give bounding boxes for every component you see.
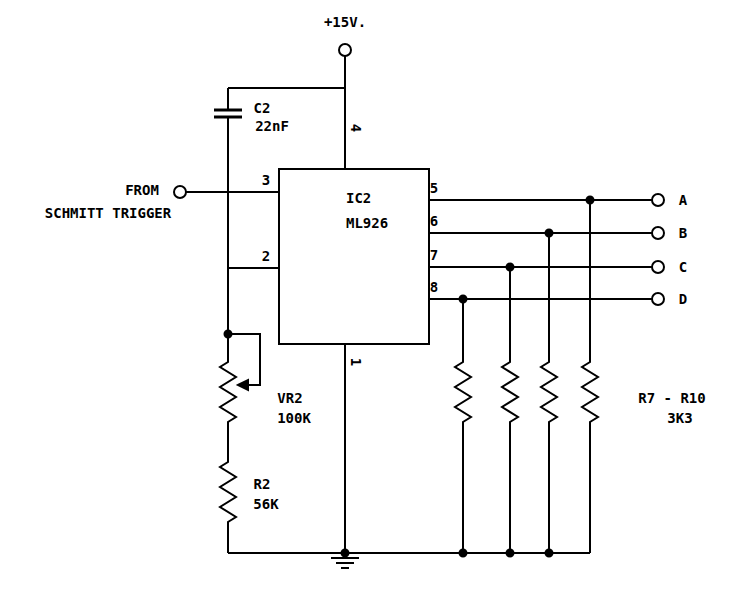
pin-number: 7 (430, 247, 438, 263)
component-label: D (679, 291, 687, 307)
pin-wire (420, 298, 652, 300)
input-terminal (174, 186, 186, 198)
junction-dot (460, 550, 467, 557)
part-designator: IC2 (346, 190, 428, 206)
resistor-symbol (502, 267, 518, 553)
supply-terminal (339, 44, 351, 56)
wire (227, 117, 229, 358)
output-terminal (652, 194, 664, 206)
part-number: ML926 (346, 215, 428, 231)
pin-number: 2 (262, 248, 270, 264)
pin-number: 5 (430, 180, 438, 196)
pin-number: 3 (262, 172, 270, 188)
component-label: B (679, 225, 687, 241)
junction-dot (507, 550, 514, 557)
supply-wire (344, 56, 346, 168)
capacitor-plate (214, 109, 242, 112)
resistor-symbol (220, 358, 236, 450)
output-terminal (652, 293, 664, 305)
pin-wire (420, 266, 652, 268)
component-label: 56K (253, 496, 278, 512)
ground-symbol (331, 557, 359, 559)
component-label: 3K3 (667, 410, 692, 426)
component-label: R7 - R10 (638, 390, 705, 406)
output-terminal (652, 261, 664, 273)
component-label: 22nF (255, 118, 289, 134)
output-terminal (652, 227, 664, 239)
component-label: C (679, 259, 687, 275)
wiper-arrow (238, 380, 248, 390)
pin-wire (228, 267, 278, 269)
component-label: FROM (125, 182, 159, 198)
wiper-wire (228, 334, 260, 385)
pin-number: 1 (348, 358, 364, 366)
wire (227, 88, 229, 110)
resistor-symbol (220, 450, 236, 553)
resistor-symbol (582, 200, 598, 553)
pin-wire (344, 345, 346, 553)
top-rail (228, 87, 345, 89)
pin-wire (420, 232, 652, 234)
component-label: VR2 (277, 390, 302, 406)
pin-wire (186, 191, 278, 193)
component-label: +15V. (324, 14, 366, 30)
ground-bus (228, 552, 590, 554)
pin-number: 6 (430, 213, 438, 229)
junction-dot (546, 550, 553, 557)
component-label: A (679, 192, 687, 208)
ground-symbol (341, 567, 349, 569)
ground-symbol (336, 562, 354, 564)
component-label: SCHMITT TRIGGER (45, 205, 171, 221)
pin-number: 8 (430, 279, 438, 295)
component-label: R2 (254, 476, 271, 492)
ic-package: IC2ML926 (278, 168, 430, 345)
resistor-symbol (455, 299, 471, 553)
pin-number: 4 (348, 124, 364, 132)
pin-wire (420, 199, 652, 201)
resistor-symbol (541, 233, 557, 553)
component-label: C2 (254, 100, 271, 116)
component-label: 100K (277, 410, 311, 426)
